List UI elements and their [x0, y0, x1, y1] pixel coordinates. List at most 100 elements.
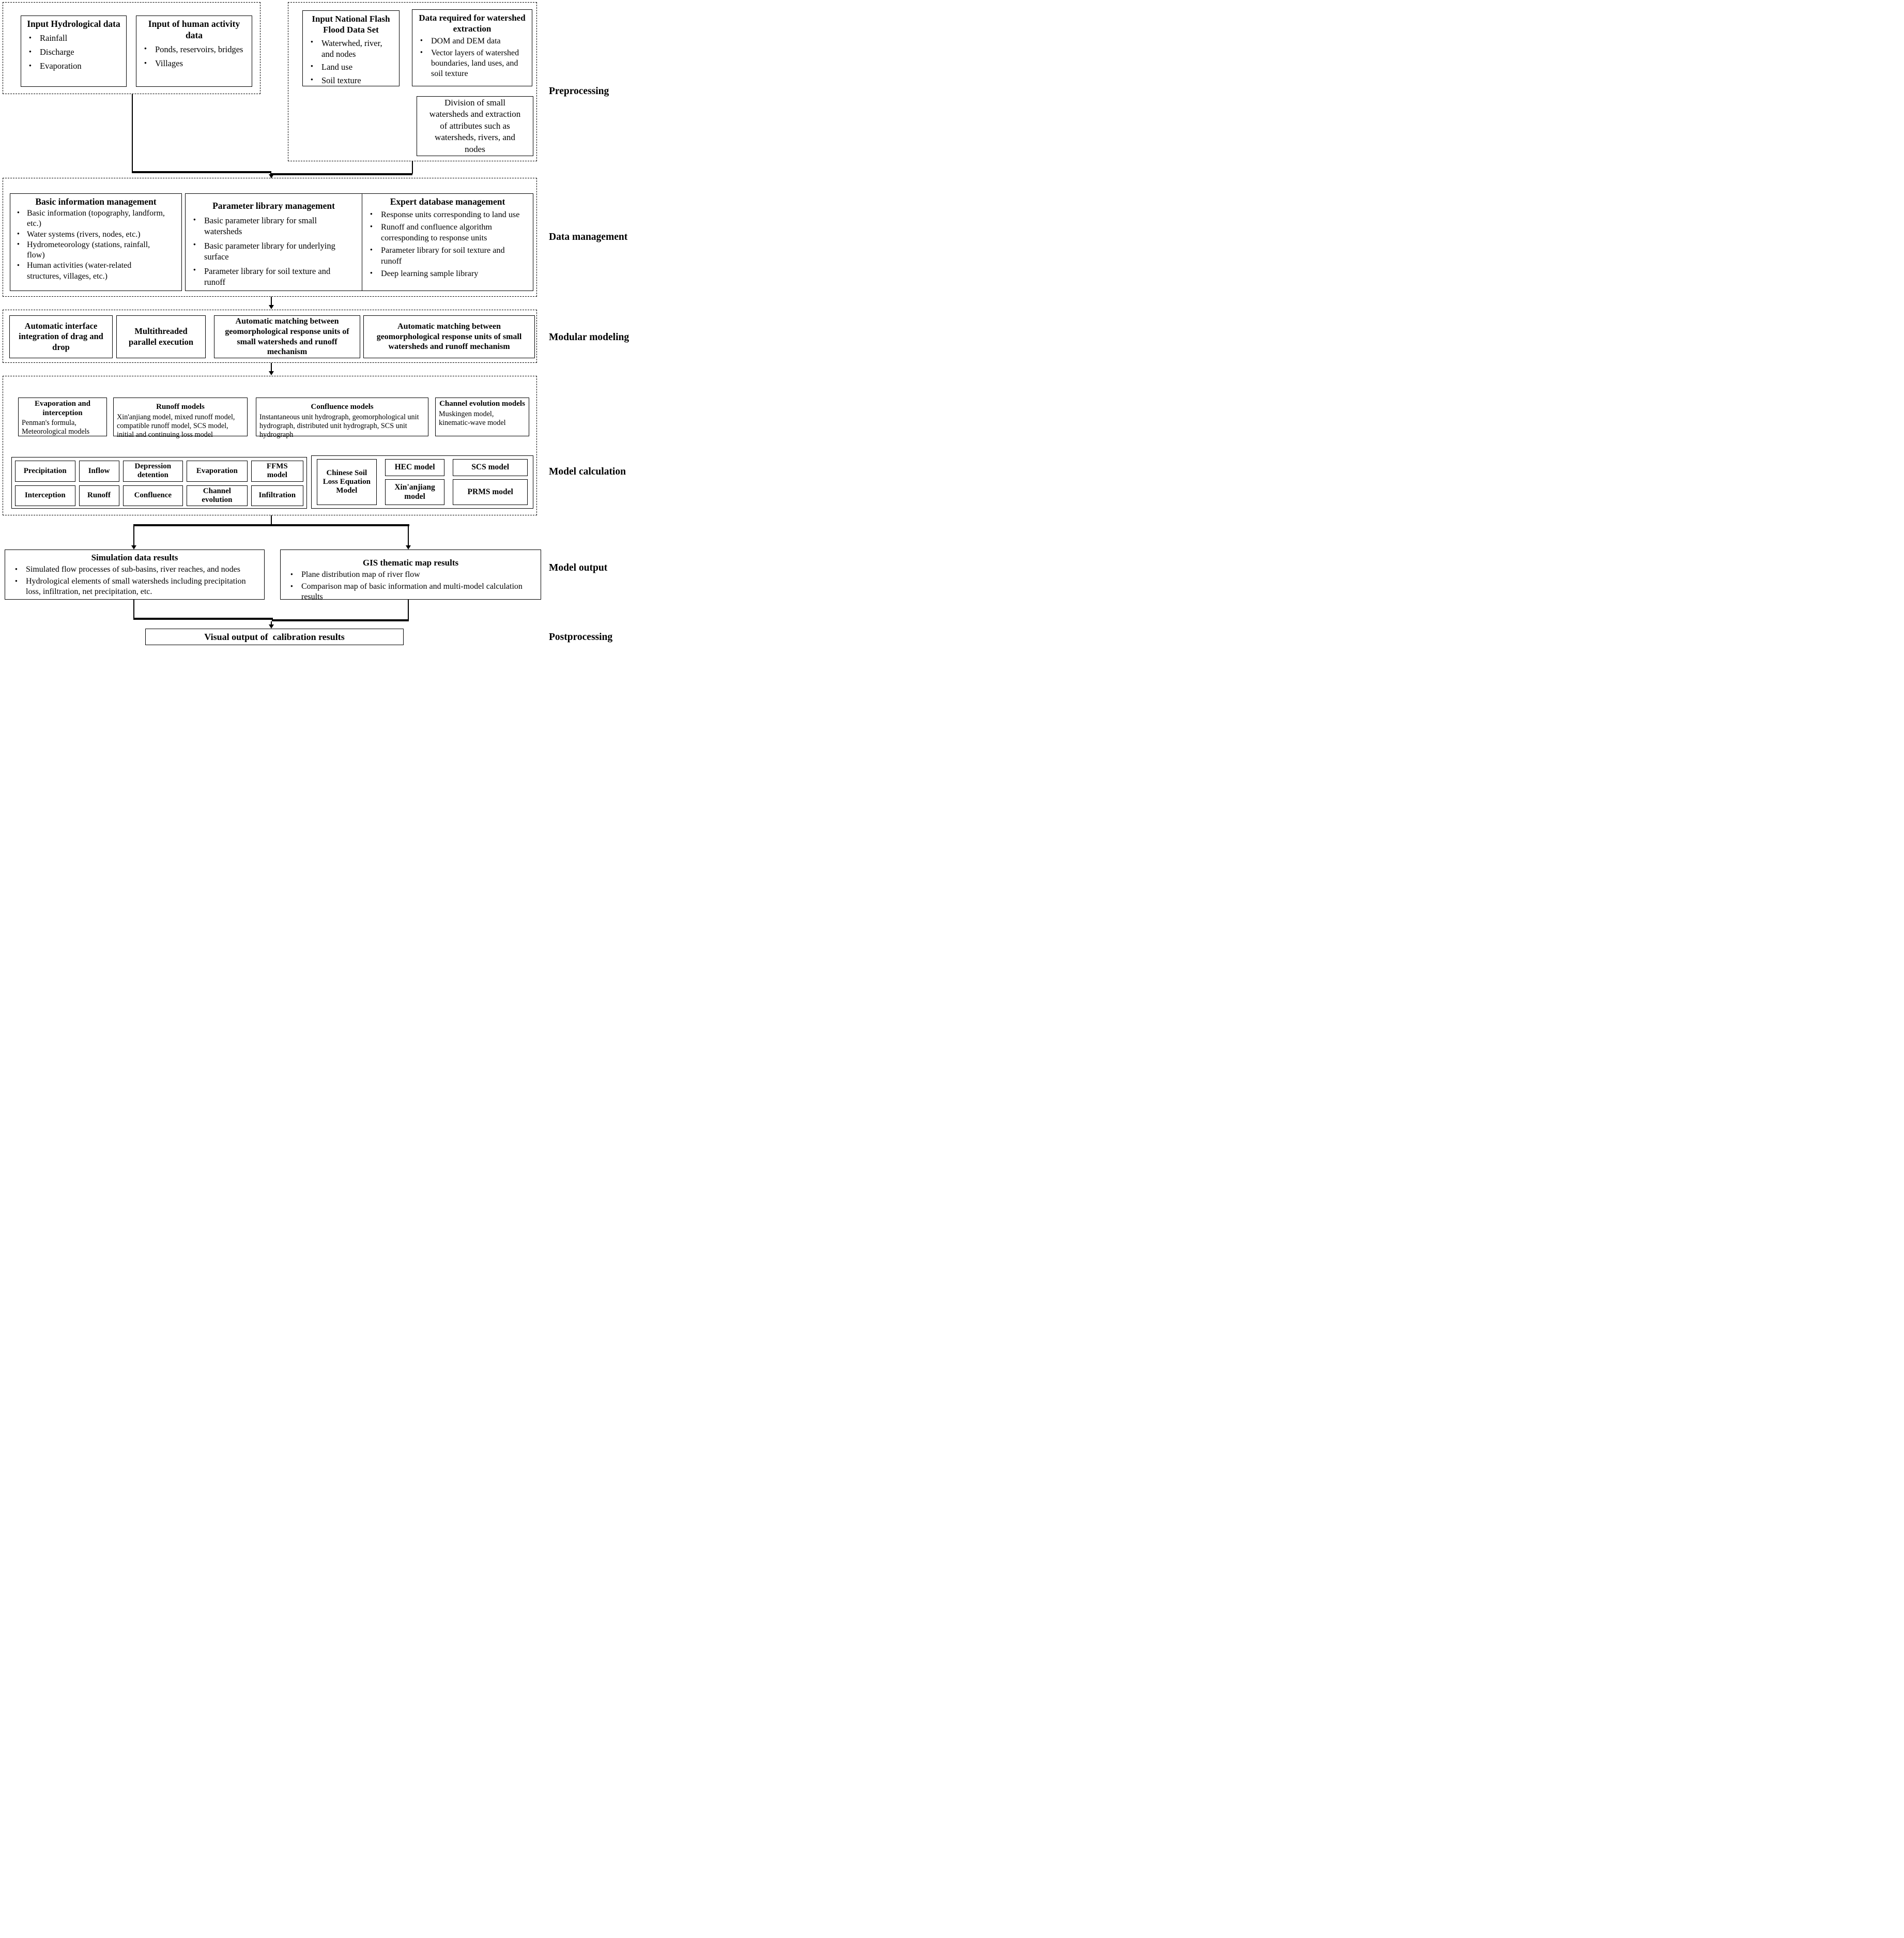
box-title: Parameter library management: [212, 201, 335, 211]
bullet-item: Hydrometeorology (stations, rainfall, fl…: [13, 240, 178, 261]
box-text: Visual output of calibration results: [204, 631, 345, 642]
box-title: GIS thematic map results: [362, 558, 459, 568]
box-title: Input National Flash Flood Data Set: [312, 14, 390, 35]
bullet-item: Discharge: [24, 47, 123, 58]
box-text: Division of small watersheds and extract…: [429, 97, 521, 154]
connector-center-down: [271, 515, 272, 525]
box-title: Channel evolution models: [439, 400, 525, 408]
arrow-to-modular-modeling: [271, 297, 272, 306]
bullet-item: Rainfall: [24, 33, 123, 44]
box-text: Multithreaded parallel execution: [128, 326, 194, 347]
bullet-list: Basic parameter library for small waters…: [189, 215, 359, 288]
region-preprocessing-right: [288, 2, 537, 161]
group-named-models: HEC model SCS model Chinese Soil Loss Eq…: [311, 455, 533, 509]
model-xinanjiang: Xin'anjiang model: [385, 479, 445, 505]
merge-line-bottom-left: [133, 618, 273, 620]
connector-gis-down: [408, 600, 409, 619]
box-auto-matching-1: Automatic matching between geomorphologi…: [214, 315, 360, 358]
bullet-item: Ponds, reservoirs, bridges: [140, 44, 249, 55]
box-expert-database-management: Expert database management Response unit…: [362, 193, 533, 291]
bullet-item: Evaporation: [24, 60, 123, 72]
box-text: Automatic matching between geomorphologi…: [376, 322, 522, 352]
arrow-head: [269, 371, 274, 375]
bullet-item: Soil texture: [306, 75, 396, 86]
box-text: Automatic interface integration of drag …: [19, 321, 103, 352]
bullet-item: Hydrological elements of small watershed…: [8, 576, 261, 597]
bullet-list: Simulated flow processes of sub-basins, …: [8, 564, 261, 597]
connector-right-down: [412, 161, 413, 174]
group-process-modules: Precipitation Inflow Depression detentio…: [11, 457, 307, 509]
arrow-head: [269, 624, 274, 629]
bullet-item: Plane distribution map of river flow: [284, 570, 538, 580]
arrow-to-visual-output: [271, 621, 272, 625]
model-chinese-soil-loss: Chinese Soil Loss Equation Model: [317, 459, 377, 505]
bullet-item: Basic parameter library for small waters…: [189, 215, 359, 237]
bullet-item: Vector layers of watershed boundaries, l…: [416, 48, 529, 79]
arrow-to-model-calculation: [271, 363, 272, 372]
bullet-item: Land use: [306, 62, 396, 72]
box-channel-evolution-models: Channel evolution models Muskingen model…: [435, 398, 529, 436]
stage-label-preprocessing: Preprocessing: [549, 86, 609, 97]
arrow-head: [269, 305, 274, 309]
bullet-item: Human activities (water-related structur…: [13, 261, 178, 282]
box-title: Simulation data results: [91, 553, 178, 562]
stage-label-postprocessing: Postprocessing: [549, 632, 613, 643]
bullet-list: DOM and DEM data Vector layers of waters…: [416, 36, 529, 80]
bullet-item: Runoff and confluence algorithm correspo…: [365, 222, 530, 243]
box-body: Muskingen model, kinematic-wave model: [439, 409, 506, 427]
region-modular-modeling: [3, 310, 537, 363]
bullet-list: Rainfall Discharge Evaporation: [24, 33, 123, 72]
stage-label-modular-modeling: Modular modeling: [549, 332, 629, 343]
box-watershed-extraction-data: Data required for watershed extraction D…: [412, 9, 532, 86]
box-simulation-data-results: Simulation data results Simulated flow p…: [5, 550, 265, 600]
bullet-item: Simulated flow processes of sub-basins, …: [8, 564, 261, 575]
stage-label-model-calculation: Model calculation: [549, 466, 626, 477]
box-watershed-division: Division of small watersheds and extract…: [417, 96, 533, 156]
bullet-item: Parameter library for soil texture and r…: [189, 266, 359, 288]
module-ffms-model: FFMS model: [251, 461, 303, 482]
bullet-list: Response units corresponding to land use…: [365, 209, 530, 279]
module-inflow: Inflow: [79, 461, 119, 482]
bullet-list: Waterwhed, river, and nodes Land use Soi…: [306, 38, 396, 86]
box-flash-flood-dataset: Input National Flash Flood Data Set Wate…: [302, 10, 400, 86]
stage-label-model-output: Model output: [549, 562, 608, 573]
box-text: Automatic matching between geomorphologi…: [225, 317, 349, 357]
arrow-head: [131, 545, 136, 550]
box-title: Expert database management: [390, 196, 505, 207]
bullet-item: Deep learning sample library: [365, 268, 530, 279]
connector-simulation-down: [133, 600, 134, 619]
bullet-list: Plane distribution map of river flow Com…: [284, 570, 538, 602]
bullet-item: Response units corresponding to land use: [365, 209, 530, 220]
module-runoff: Runoff: [79, 485, 119, 506]
flowchart-canvas: Input Hydrological data Rainfall Dischar…: [0, 0, 635, 646]
arrow-head: [269, 174, 274, 178]
box-body: Penman's formula, Meteorological models: [22, 419, 90, 436]
bullet-list: Ponds, reservoirs, bridges Villages: [140, 44, 249, 69]
bullet-item: Basic information (topography, landform,…: [13, 208, 178, 230]
box-input-hydrological: Input Hydrological data Rainfall Dischar…: [21, 16, 127, 87]
bullet-item: Basic parameter library for underlying s…: [189, 240, 359, 263]
box-basic-information-management: Basic information management Basic infor…: [10, 193, 182, 291]
module-infiltration: Infiltration: [251, 485, 303, 506]
module-confluence: Confluence: [122, 485, 183, 506]
module-evaporation: Evaporation: [187, 461, 248, 482]
bullet-item: Comparison map of basic information and …: [284, 582, 538, 602]
box-visual-output: Visual output of calibration results: [145, 629, 404, 645]
model-hec: HEC model: [385, 459, 445, 476]
model-scs: SCS model: [453, 459, 528, 476]
box-title: Runoff models: [156, 403, 205, 411]
bullet-item: Villages: [140, 58, 249, 69]
arrow-to-gis-results: [408, 526, 409, 546]
module-precipitation: Precipitation: [15, 461, 75, 482]
bullet-item: Waterwhed, river, and nodes: [306, 38, 396, 60]
merge-line-bottom-right: [272, 619, 409, 621]
box-evaporation-interception-models: Evaporation and interception Penman's fo…: [18, 398, 107, 436]
box-runoff-models: Runoff models Xin'anjiang model, mixed r…: [113, 398, 248, 439]
box-title: Evaporation and interception: [35, 400, 90, 417]
merge-line-top-right: [270, 173, 412, 175]
bullet-item: Water systems (rivers, nodes, etc.): [13, 230, 178, 240]
box-input-human-activity: Input of human activity data Ponds, rese…: [136, 16, 252, 87]
module-channel-evolution: Channel evolution: [187, 485, 248, 506]
split-line: [133, 524, 409, 526]
box-title: Basic information management: [35, 196, 157, 207]
